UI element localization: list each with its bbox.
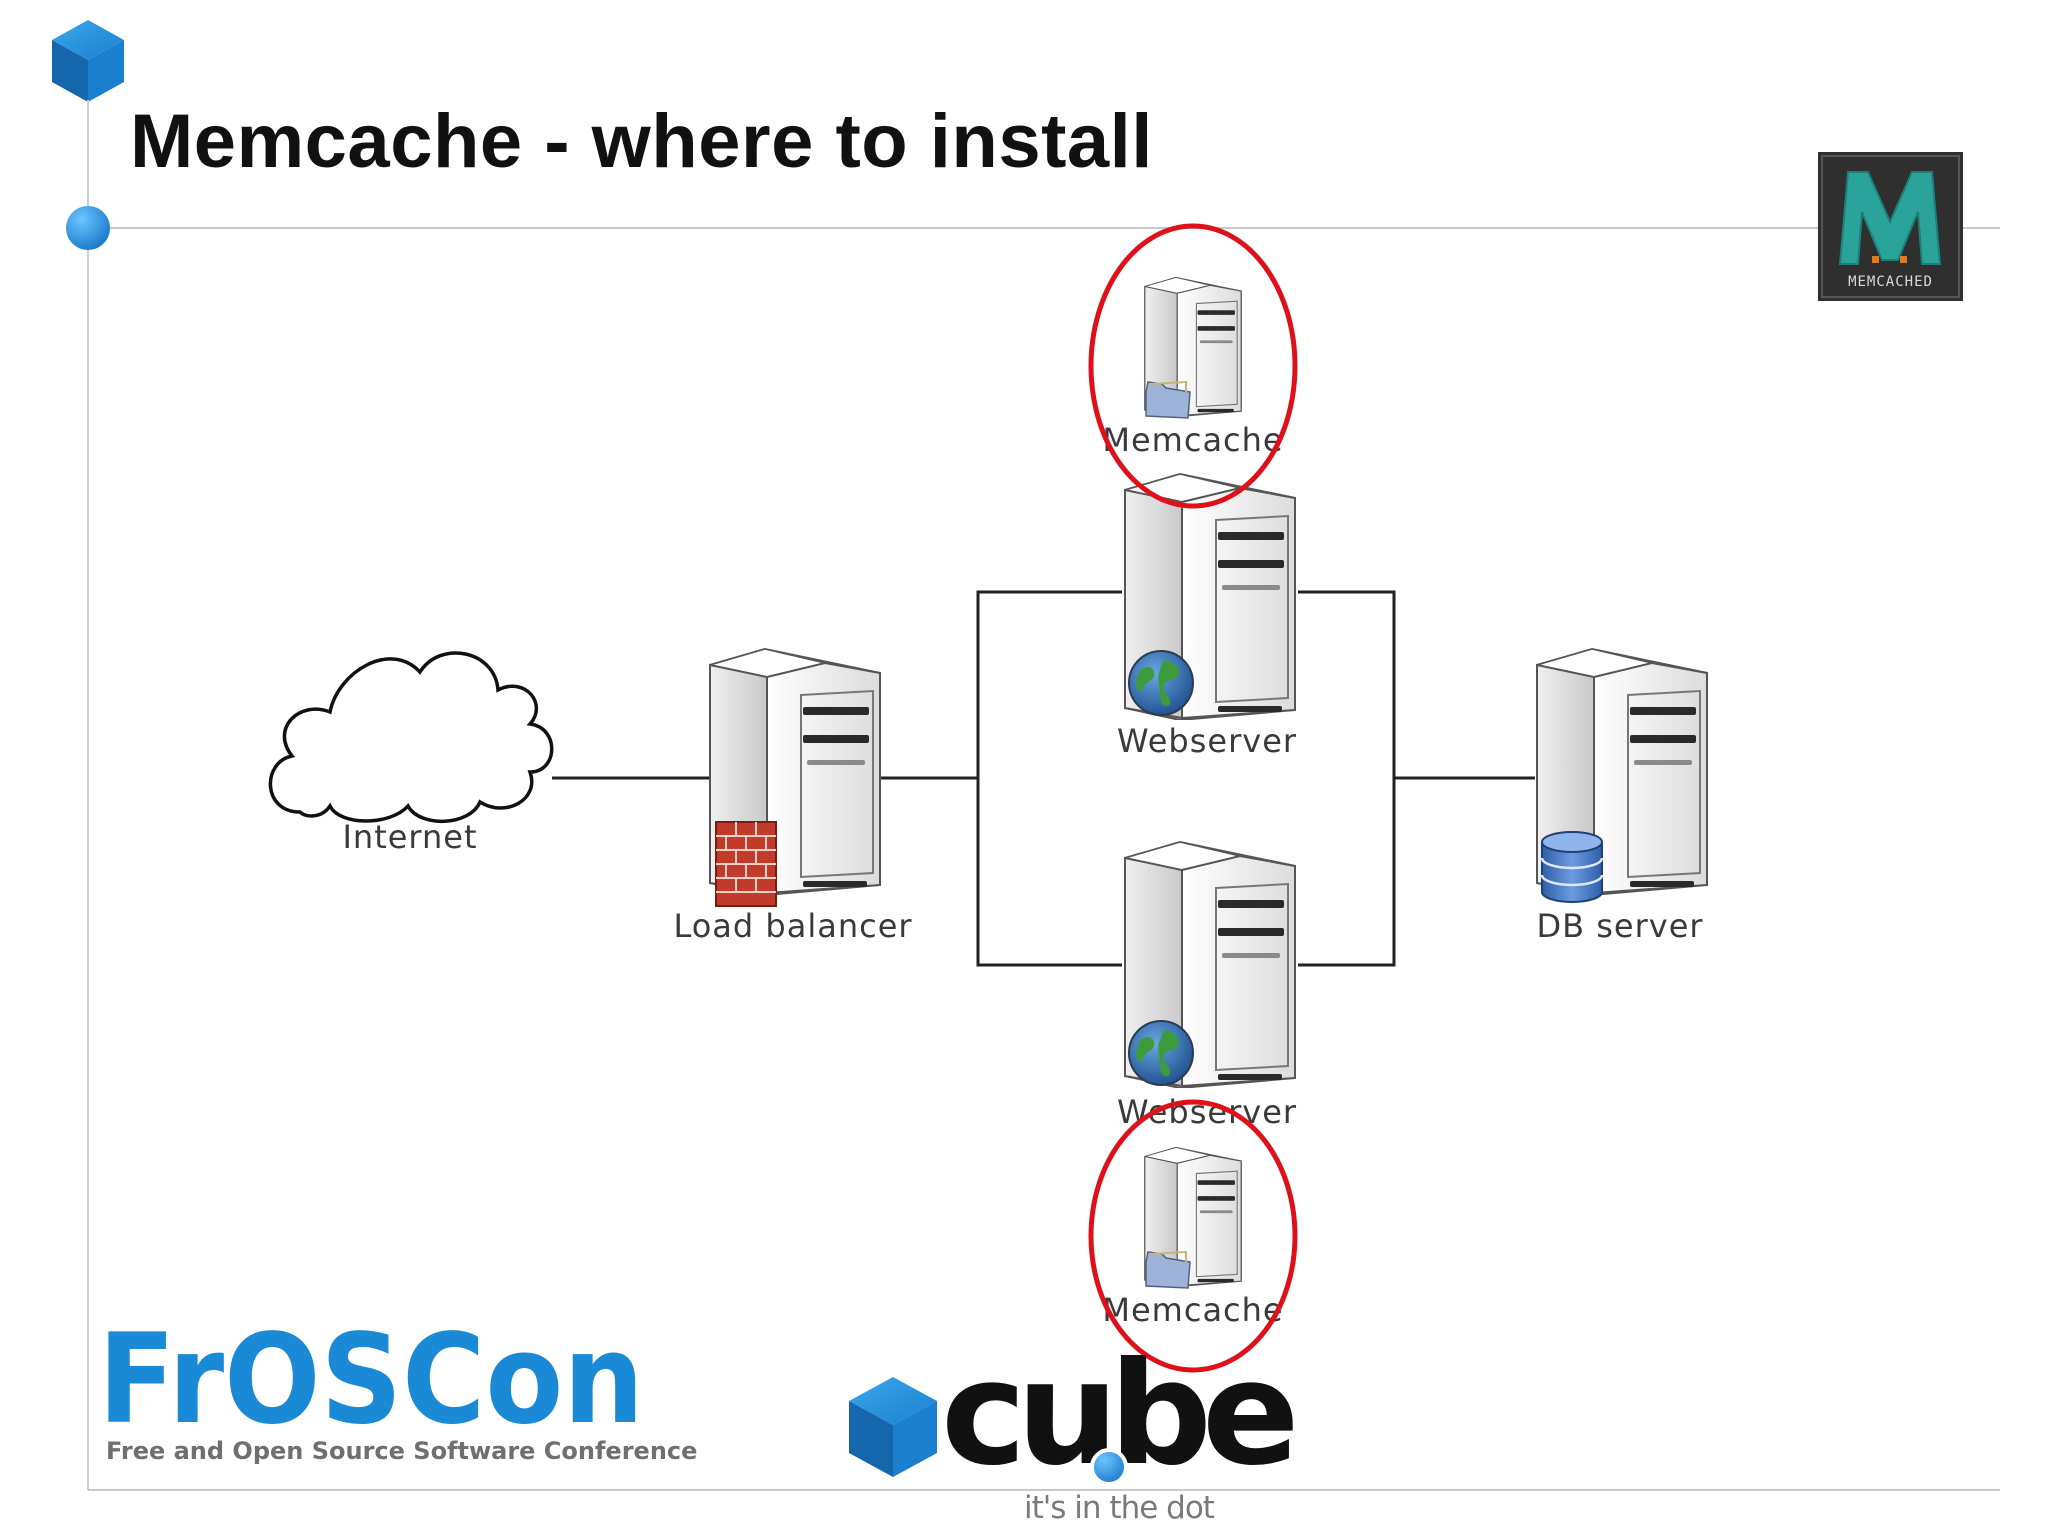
folder-icon — [1145, 380, 1191, 419]
memcache-top-server-icon — [1144, 276, 1242, 419]
froscon-logo: FrOSCon — [98, 1318, 644, 1438]
memcached-m-icon — [1821, 155, 1960, 298]
cube-tagline: it's in the dot — [1024, 1490, 1215, 1526]
froscon-tagline: Free and Open Source Software Conference — [106, 1437, 698, 1465]
bus-left — [976, 590, 1122, 967]
internet-cloud-icon — [268, 651, 554, 824]
title-cube-icon — [52, 20, 124, 102]
memcache-bottom-label: Memcache — [1102, 1291, 1284, 1329]
connection-lines — [552, 590, 1535, 967]
folder-icon — [1145, 1250, 1191, 1289]
internet-label: Internet — [342, 818, 478, 856]
webserver-top-label: Webserver — [1116, 722, 1298, 760]
memcache-bottom-highlight — [1088, 1099, 1298, 1373]
cube-logo-dot-icon — [1090, 1448, 1128, 1486]
cube-logo-icon — [849, 1377, 937, 1477]
slide-title: Memcache - where to install — [130, 99, 1153, 184]
memcache-bottom-server-icon — [1144, 1146, 1242, 1289]
memcached-logo: MEMCACHED — [1818, 152, 1963, 301]
memcache-top-label: Memcache — [1102, 421, 1284, 459]
load-balancer-label: Load balancer — [673, 907, 913, 945]
firewall-icon — [715, 821, 777, 907]
cube-logo: cube — [849, 1355, 1303, 1495]
froscon-logo-text: FrOSCon — [98, 1318, 644, 1438]
memcached-logo-text: MEMCACHED — [1848, 274, 1933, 290]
db-server-label: DB server — [1536, 907, 1704, 945]
database-icon — [1540, 831, 1604, 903]
title-dot-icon — [66, 206, 110, 250]
webserver-bottom-label: Webserver — [1116, 1093, 1298, 1131]
memcache-top-highlight — [1088, 223, 1298, 509]
